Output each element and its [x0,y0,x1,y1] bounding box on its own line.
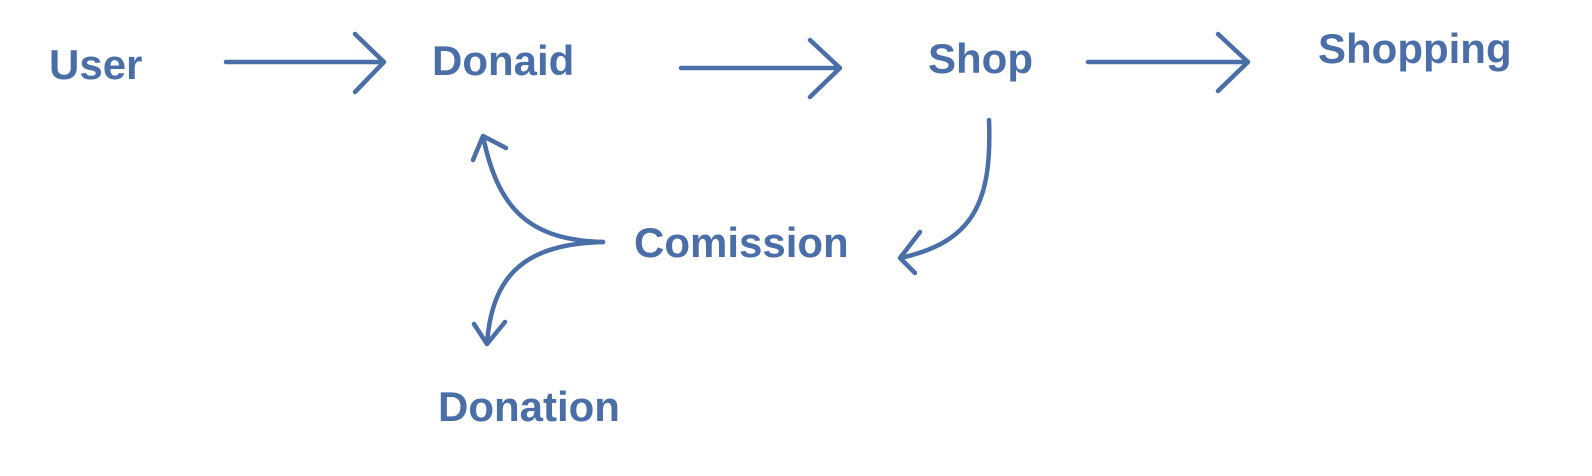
edge-user-donaid [223,31,387,95]
node-comission: Comission [634,219,849,266]
edge-shop-shopping [1085,31,1251,94]
node-shopping: Shopping [1318,25,1512,72]
node-donaid: Donaid [432,37,575,84]
edge-donaid-shop [678,37,843,100]
node-donation: Donation [438,383,620,430]
edge-shop-comission [897,117,992,276]
edge-comission-donation [471,239,606,347]
edge-comission-donaid [470,133,606,245]
node-shop: Shop [928,35,1033,82]
node-user: User [49,41,143,88]
